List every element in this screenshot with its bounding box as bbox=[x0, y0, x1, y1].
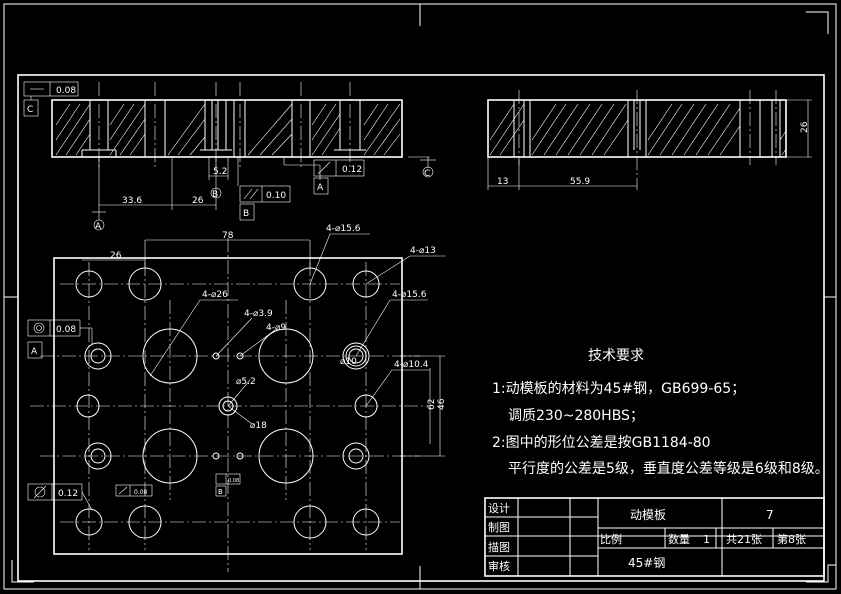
front-holes bbox=[81, 100, 366, 157]
tech-req-line2: 调质230~280HBS； bbox=[508, 408, 644, 424]
plan-dim-46: 46 bbox=[437, 398, 447, 410]
gdt-plan-small-frames: 0.08 0.08 B bbox=[115, 473, 241, 497]
plan-holes bbox=[75, 267, 380, 539]
datum-b-plan: B bbox=[218, 488, 223, 496]
tb-role-drafting: 制图 bbox=[488, 521, 510, 534]
plan-label-4-15-6-right: 4-⌀15.6 bbox=[392, 290, 427, 300]
gdt-perpendicularity-value: 0.12 bbox=[342, 165, 362, 175]
gdt-plan-perp-frame: 0.12 bbox=[27, 483, 93, 511]
plan-label-4-13: 4-⌀13 bbox=[410, 246, 436, 256]
front-dim-5-2: 5.2 bbox=[213, 167, 227, 177]
front-hatching bbox=[55, 103, 401, 156]
side-dim-26: 26 bbox=[800, 121, 810, 133]
tb-part-name: 动模板 bbox=[630, 508, 666, 522]
plan-label-dia-5-2: ⌀5.2 bbox=[236, 377, 256, 387]
gdt-flatness-value: 0.08 bbox=[56, 86, 76, 96]
front-centerlines bbox=[98, 82, 351, 168]
gdt-parallelism-ref: B bbox=[243, 209, 249, 219]
front-section-view: 33.6 26 5.2 0.08 C 0.10 B 0.12 bbox=[23, 81, 436, 232]
datum-a-front: A bbox=[95, 222, 102, 232]
plan-leaders bbox=[82, 233, 446, 457]
gdt-small-value: 0.08 bbox=[134, 489, 148, 496]
datum-a-plan: A bbox=[31, 347, 38, 357]
sheet-border bbox=[3, 3, 837, 590]
tech-req-line4: 平行度的公差是5级，垂直度公差等级是6级和8级。 bbox=[508, 460, 829, 477]
plan-dim-62: 62 bbox=[427, 399, 437, 410]
gdt-small2-value: 0.08 bbox=[228, 478, 239, 484]
datum-c-front: C bbox=[424, 169, 430, 179]
gdt-parallelism-value: 0.10 bbox=[266, 191, 286, 201]
gdt-flatness-frame: 0.08 C bbox=[23, 81, 79, 117]
front-dimension-lines bbox=[98, 156, 430, 210]
tb-drawing-no: 7 bbox=[766, 508, 774, 522]
plan-label-4-3-9: 4-⌀3.9 bbox=[244, 309, 273, 319]
side-section-view: 13 55.9 26 bbox=[487, 90, 812, 190]
tb-role-design: 设计 bbox=[488, 502, 510, 515]
plan-label-dia-18: ⌀18 bbox=[250, 421, 267, 431]
gdt-coaxiality-value: 0.08 bbox=[56, 325, 76, 335]
plan-centerlines bbox=[30, 238, 430, 572]
plan-label-4-26: 4-⌀26 bbox=[202, 290, 228, 300]
side-dim-55-9: 55.9 bbox=[570, 177, 590, 187]
plan-label-dia-10: ⌀10 bbox=[340, 357, 357, 367]
tech-req-line3: 2:图中的形位公差是按GB1184-80 bbox=[492, 435, 711, 451]
technical-requirements: 技术要求 1:动模板的材料为45#钢，GB699-65； 调质230~280HB… bbox=[492, 348, 829, 477]
datum-c-label: C bbox=[27, 105, 33, 115]
tech-req-line1: 1:动模板的材料为45#钢，GB699-65； bbox=[492, 381, 745, 397]
plan-dim-78: 78 bbox=[222, 231, 234, 241]
plan-view: 78 26 4-⌀15.6 4-⌀13 4-⌀26 4-⌀15.6 4-⌀3.9… bbox=[27, 224, 447, 572]
gdt-plan-perp-value: 0.12 bbox=[58, 489, 78, 499]
tb-role-tracing: 描图 bbox=[488, 540, 510, 554]
gdt-parallelism-frame: 0.10 B bbox=[239, 185, 291, 221]
title-block: 设计 制图 描图 审核 动模板 7 比例 数量 1 共21张 第8张 45#钢 bbox=[484, 497, 825, 577]
front-dim-26: 26 bbox=[192, 196, 204, 206]
tb-quantity-label: 数量 bbox=[668, 533, 690, 546]
tb-total-sheets: 共21张 bbox=[726, 533, 762, 546]
side-dim-13: 13 bbox=[497, 177, 508, 187]
plan-label-4-9: 4-⌀9 bbox=[266, 323, 286, 333]
front-datum-symbols: A B C bbox=[92, 159, 436, 232]
side-hatching bbox=[489, 103, 787, 156]
side-centerlines bbox=[518, 90, 777, 190]
tb-scale-label: 比例 bbox=[600, 532, 622, 546]
side-holes bbox=[513, 100, 781, 157]
gdt-coaxiality-frame: 0.08 A bbox=[27, 319, 93, 359]
tb-role-review: 审核 bbox=[488, 559, 510, 573]
tech-req-title: 技术要求 bbox=[588, 348, 644, 364]
datum-b-front: B bbox=[212, 190, 218, 200]
plan-dim-26: 26 bbox=[110, 251, 122, 261]
gdt-perpendicularity-ref: A bbox=[317, 183, 324, 193]
tb-quantity-value: 1 bbox=[703, 533, 710, 546]
tb-sheet-no: 第8张 bbox=[777, 532, 806, 546]
gdt-perpendicularity-frame: 0.12 A bbox=[313, 159, 365, 195]
front-dim-33-6: 33.6 bbox=[122, 196, 142, 206]
title-block-grid bbox=[485, 498, 824, 576]
tb-material: 45#钢 bbox=[628, 556, 665, 570]
side-dimension-lines bbox=[487, 99, 812, 190]
plan-label-4-10-4: 4-⌀10.4 bbox=[394, 360, 429, 370]
plan-label-4-15-6-top: 4-⌀15.6 bbox=[326, 224, 361, 234]
